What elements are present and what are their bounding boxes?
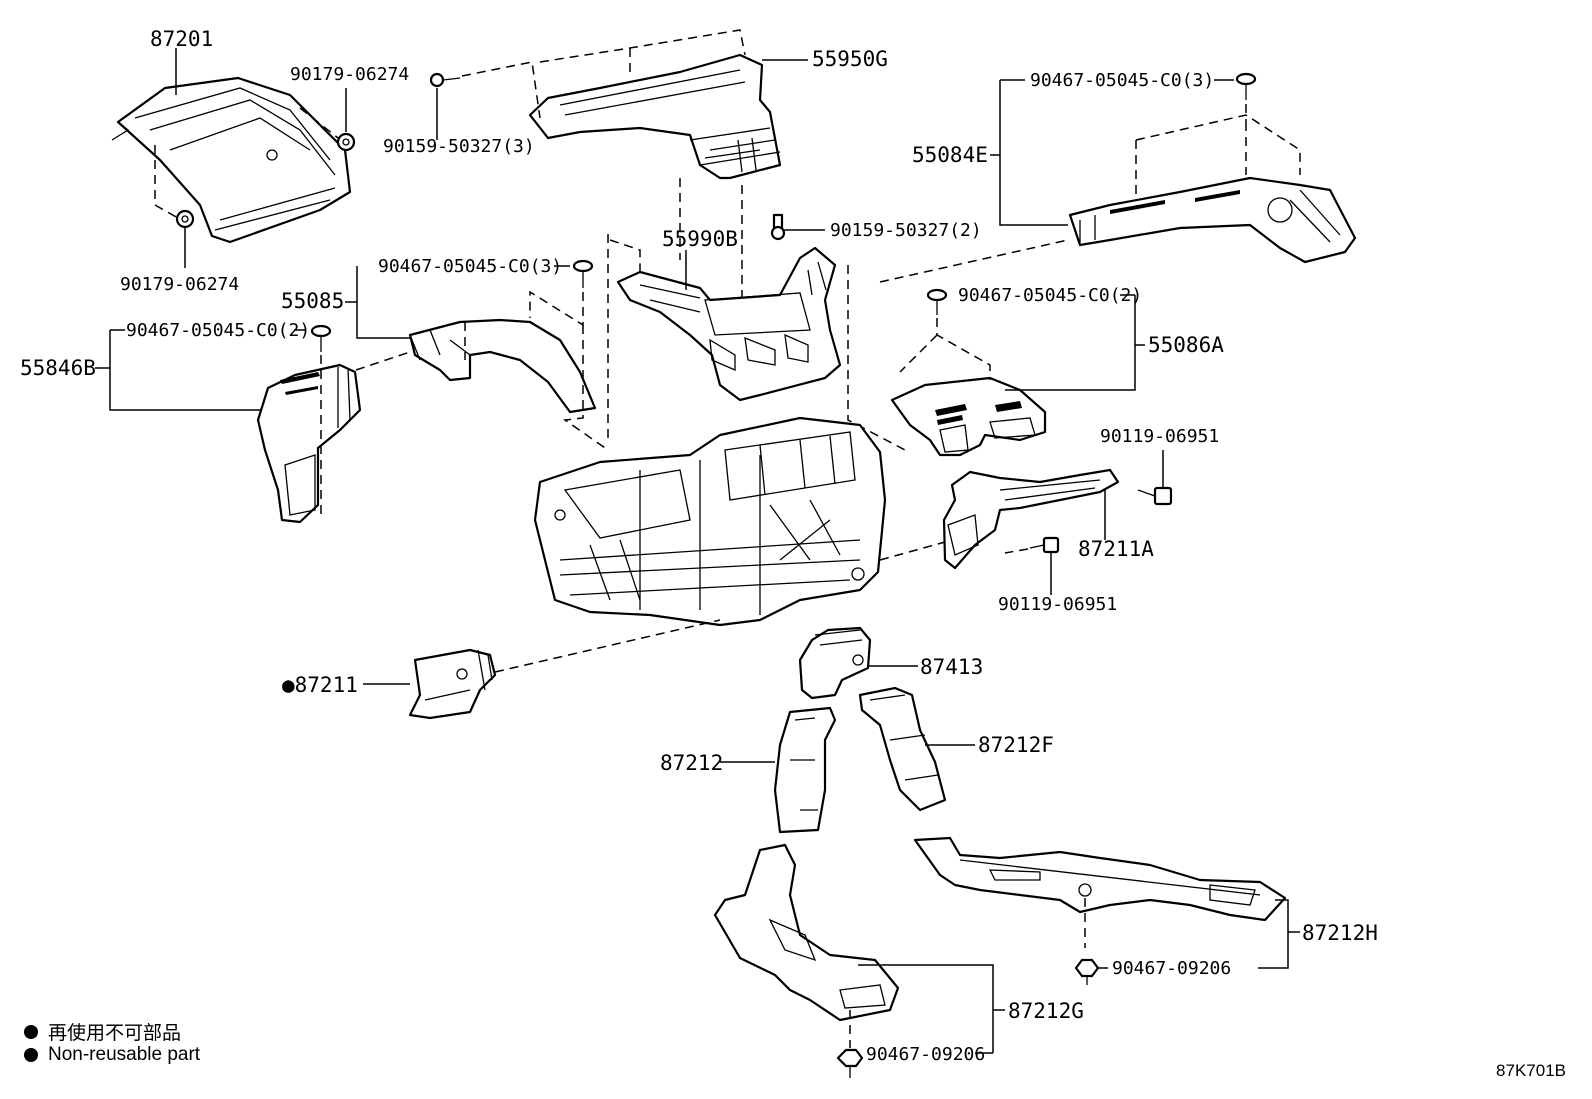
- callout-90179-lower[interactable]: 90179-06274: [120, 274, 239, 295]
- legend-english-text: Non-reusable part: [48, 1044, 201, 1065]
- callout-87211[interactable]: ●87211: [282, 673, 358, 697]
- callout-55990B[interactable]: 55990B: [662, 227, 738, 251]
- non-reusable-bullet-icon: [24, 1048, 38, 1062]
- callout-90119-upper[interactable]: 90119-06951: [1100, 426, 1219, 447]
- callout-90159-2[interactable]: 90159-50327(2): [830, 220, 982, 241]
- part-55846B-duct[interactable]: [256, 363, 362, 524]
- part-87212H-duct[interactable]: [913, 836, 1287, 922]
- screw-90159-mid-icon: [770, 213, 786, 241]
- callout-87212[interactable]: 87212: [660, 751, 723, 775]
- callout-87212G[interactable]: 87212G: [1008, 999, 1084, 1023]
- part-87212F-duct[interactable]: [858, 686, 947, 812]
- clip-90467-09206-lower-icon: [836, 1048, 864, 1078]
- callout-90467-2-right[interactable]: 90467-05045-C0(2): [958, 285, 1142, 306]
- callout-55846B[interactable]: 55846B: [20, 356, 96, 380]
- screw-90467-55086A-icon: [926, 288, 948, 315]
- diagram-code: 87K701B: [1496, 1061, 1566, 1080]
- part-87211-duct[interactable]: [408, 648, 497, 720]
- callout-55950G[interactable]: 55950G: [812, 47, 888, 71]
- callout-90467-3-upper[interactable]: 90467-05045-C0(3): [1030, 70, 1214, 91]
- callout-90467-09206-lower[interactable]: 90467-09206: [866, 1044, 985, 1065]
- non-reusable-bullet-icon: [24, 1024, 38, 1039]
- callout-55086A[interactable]: 55086A: [1148, 333, 1224, 357]
- part-87212G-duct[interactable]: [713, 843, 900, 1022]
- callout-87211A[interactable]: 87211A: [1078, 537, 1154, 561]
- callout-90159-3[interactable]: 90159-50327(3): [383, 136, 535, 157]
- legend-japanese-text: 再使用不可部品: [48, 1023, 182, 1044]
- part-55086A-vent-duct[interactable]: [890, 376, 1047, 457]
- callout-55085[interactable]: 55085: [281, 289, 344, 313]
- part-87212-duct[interactable]: [773, 706, 837, 834]
- legend-row-english: Non-reusable part: [24, 1044, 200, 1066]
- part-55084E-duct[interactable]: [1068, 176, 1357, 264]
- bolt-90119-lower-icon: [1029, 536, 1060, 554]
- callout-90119-lower[interactable]: 90119-06951: [998, 594, 1117, 615]
- callout-87212F[interactable]: 87212F: [978, 733, 1054, 757]
- callout-90467-3-lower[interactable]: 90467-05045-C0(3): [378, 256, 562, 277]
- part-87211A-duct-bracket[interactable]: [942, 468, 1120, 570]
- callout-90179-upper[interactable]: 90179-06274: [290, 64, 409, 85]
- callout-87201[interactable]: 87201: [150, 27, 213, 51]
- clip-90179-bottom-icon: [175, 209, 195, 229]
- callout-55084E[interactable]: 55084E: [912, 143, 988, 167]
- callout-87413[interactable]: 87413: [920, 655, 983, 679]
- part-87413-connector[interactable]: [798, 626, 872, 700]
- part-55950G-bracket[interactable]: [528, 53, 782, 180]
- screw-90467-55846B-icon: [310, 324, 332, 352]
- callout-90467-09206-upper[interactable]: 90467-09206: [1112, 958, 1231, 979]
- legend-row-japanese: 再使用不可部品: [24, 1018, 181, 1045]
- bolt-90119-upper-icon: [1137, 486, 1173, 506]
- callout-87212H[interactable]: 87212H: [1302, 921, 1378, 945]
- screw-90159-top-icon: [429, 72, 461, 88]
- part-55085-duct[interactable]: [408, 318, 597, 414]
- part-87201-duct-cover[interactable]: [111, 76, 352, 244]
- hvac-main-unit: [533, 416, 887, 627]
- screw-90467-55085-icon: [572, 259, 594, 288]
- callout-90467-2-left[interactable]: 90467-05045-C0(2): [126, 320, 310, 341]
- clip-90179-top-icon: [336, 132, 356, 152]
- part-55990B-console-duct[interactable]: [616, 246, 842, 402]
- screw-90467-top-right-icon: [1235, 72, 1257, 100]
- clip-90467-09206-upper-icon: [1074, 958, 1100, 985]
